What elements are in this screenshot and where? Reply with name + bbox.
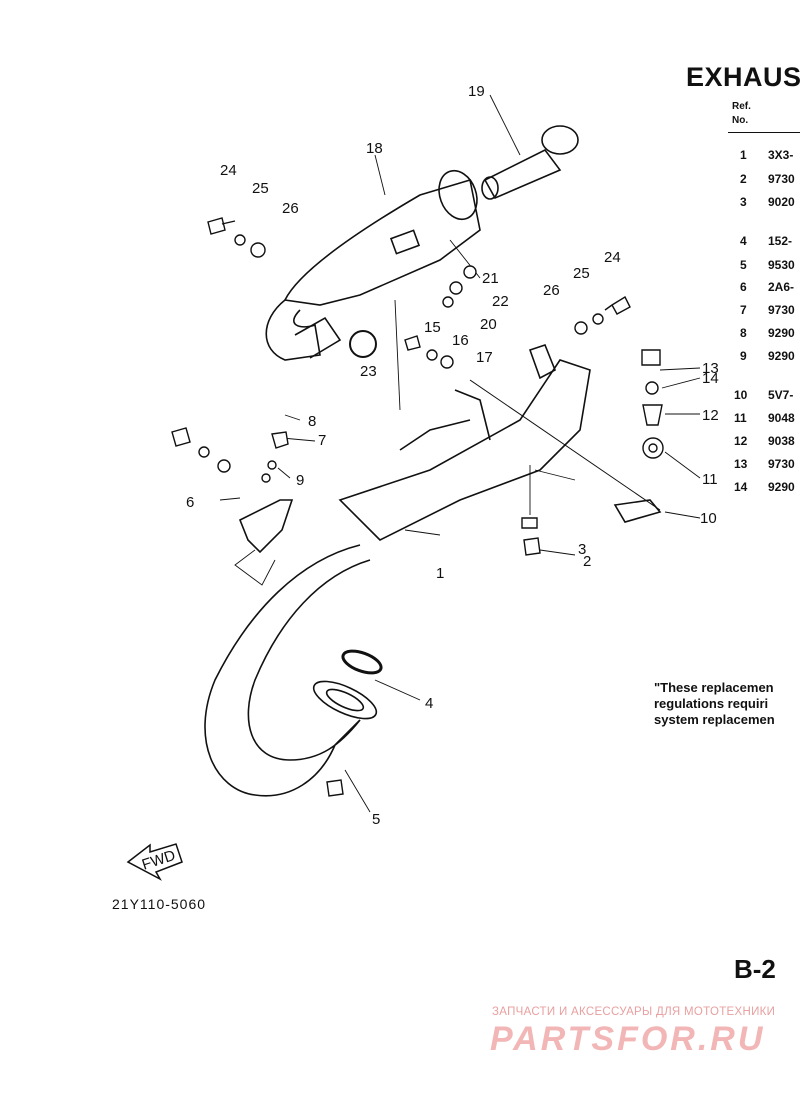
callout-21: 21: [482, 270, 499, 287]
parts-list-row: 4 152-: [740, 234, 792, 248]
callout-25-right: 25: [573, 265, 590, 282]
expansion-chamber: [338, 359, 591, 541]
part-code: 152-: [768, 234, 793, 248]
parts-list-row: 12 9038: [734, 434, 795, 448]
callout-26-right: 26: [543, 282, 560, 299]
callout-14: 14: [702, 370, 719, 387]
parts-list-row: 7 9730: [740, 303, 795, 317]
part-code: 5V7-: [768, 388, 794, 402]
ref-no: 7: [740, 303, 747, 317]
ref-no: 2: [740, 172, 747, 186]
replacement-note: "These replacemen regulations requiri sy…: [654, 680, 775, 728]
callout-24-left: 24: [220, 162, 237, 179]
callout-13: 13: [702, 360, 719, 377]
bracket: [238, 499, 294, 554]
part-code: 3X3-: [768, 148, 794, 162]
ref-no: 5: [740, 258, 747, 272]
watermark-logo: PARTSFOR.RU: [490, 1020, 766, 1058]
part-code: 9290: [768, 349, 795, 363]
part-code: 9730: [768, 172, 795, 186]
callout-25-left: 25: [252, 180, 269, 197]
part-code: 9290: [768, 480, 795, 494]
bolt-24: [207, 217, 236, 235]
callout-2: 2: [583, 553, 591, 570]
gasket: [341, 649, 383, 675]
parts-list-row: 13 9730: [734, 457, 795, 471]
callout-3: 3: [578, 541, 586, 558]
parts-list-row: 6 2A6-: [740, 280, 794, 294]
ref-no: 13: [734, 457, 748, 471]
note-line: regulations requiri: [654, 696, 769, 711]
o-ring: [349, 330, 377, 358]
part-code: 9530: [768, 258, 795, 272]
ref-no-header: Ref. No.: [732, 100, 751, 128]
page-id: B-2: [734, 954, 776, 984]
callout-7: 7: [318, 432, 326, 449]
pipe-flange: [312, 680, 378, 720]
ref-no: 6: [740, 280, 747, 294]
note-line: system replacemen: [654, 712, 775, 727]
callout-10: 10: [700, 510, 717, 527]
silencer: [283, 178, 481, 306]
part-code: 9020: [768, 195, 795, 209]
callout-15: 15: [424, 319, 441, 336]
callout-17: 17: [476, 349, 493, 366]
parts-list-row: 14 9290: [734, 480, 795, 494]
ref-no: 12: [734, 434, 748, 448]
ref-no: 9: [740, 349, 747, 363]
header-divider: [728, 132, 800, 133]
washer-25: [234, 234, 246, 246]
part-code: 9730: [768, 457, 795, 471]
fwd-arrow-icon: FWD: [126, 843, 183, 881]
callout-16: 16: [452, 332, 469, 349]
exhaust-pipe: [204, 544, 371, 797]
callout-9: 9: [296, 472, 304, 489]
callout-12: 12: [702, 407, 719, 424]
parts-list-row: 2 9730: [740, 172, 795, 186]
part-code: 9048: [768, 411, 795, 425]
callout-18: 18: [366, 140, 383, 157]
part-code: 9730: [768, 303, 795, 317]
watermark-tagline: ЗАПЧАСТИ И АКСЕССУАРЫ ДЛЯ МОТОТЕХНИКИ: [492, 1006, 776, 1018]
callout-20: 20: [480, 316, 497, 333]
parts-list-row: 9 9290: [740, 349, 795, 363]
ref-no: 11: [734, 411, 747, 425]
ref-no: 3: [740, 195, 747, 209]
ref-header-line2: No.: [732, 115, 749, 126]
callout-8: 8: [308, 413, 316, 430]
ref-no: 4: [740, 234, 747, 248]
callout-26-left: 26: [282, 200, 299, 217]
callout-19: 19: [468, 83, 485, 100]
ref-no: 10: [734, 388, 748, 402]
ref-header-line1: Ref.: [732, 101, 751, 112]
ref-no: 1: [740, 148, 747, 162]
page-title: EXHAUST: [686, 62, 800, 92]
part-code: 9038: [768, 434, 795, 448]
tail-pipe: [483, 148, 562, 200]
part-code: 9290: [768, 326, 795, 340]
parts-list-row: 1 3X3-: [740, 148, 793, 162]
part-code: 2A6-: [768, 280, 795, 294]
parts-list-row: 8 9290: [740, 326, 795, 340]
callout-11: 11: [702, 471, 718, 488]
parts-list-row: 5 9530: [740, 258, 795, 272]
ref-no: 8: [740, 326, 747, 340]
callout-24-right: 24: [604, 249, 621, 266]
ref-no: 14: [734, 480, 748, 494]
callout-6: 6: [186, 494, 194, 511]
callout-4: 4: [425, 695, 433, 712]
note-line: "These replacemen: [654, 680, 774, 695]
parts-list-row: 3 9020: [740, 195, 795, 209]
callout-1: 1: [436, 565, 444, 582]
parts-list-row: 10 5V7-: [734, 388, 793, 402]
callout-5: 5: [372, 811, 380, 828]
drawing-code: 21Y110-5060: [112, 896, 207, 912]
washer-26: [250, 242, 266, 258]
callout-23: 23: [360, 363, 377, 380]
callout-22: 22: [492, 293, 509, 310]
parts-list-row: 11 9048: [734, 411, 795, 425]
